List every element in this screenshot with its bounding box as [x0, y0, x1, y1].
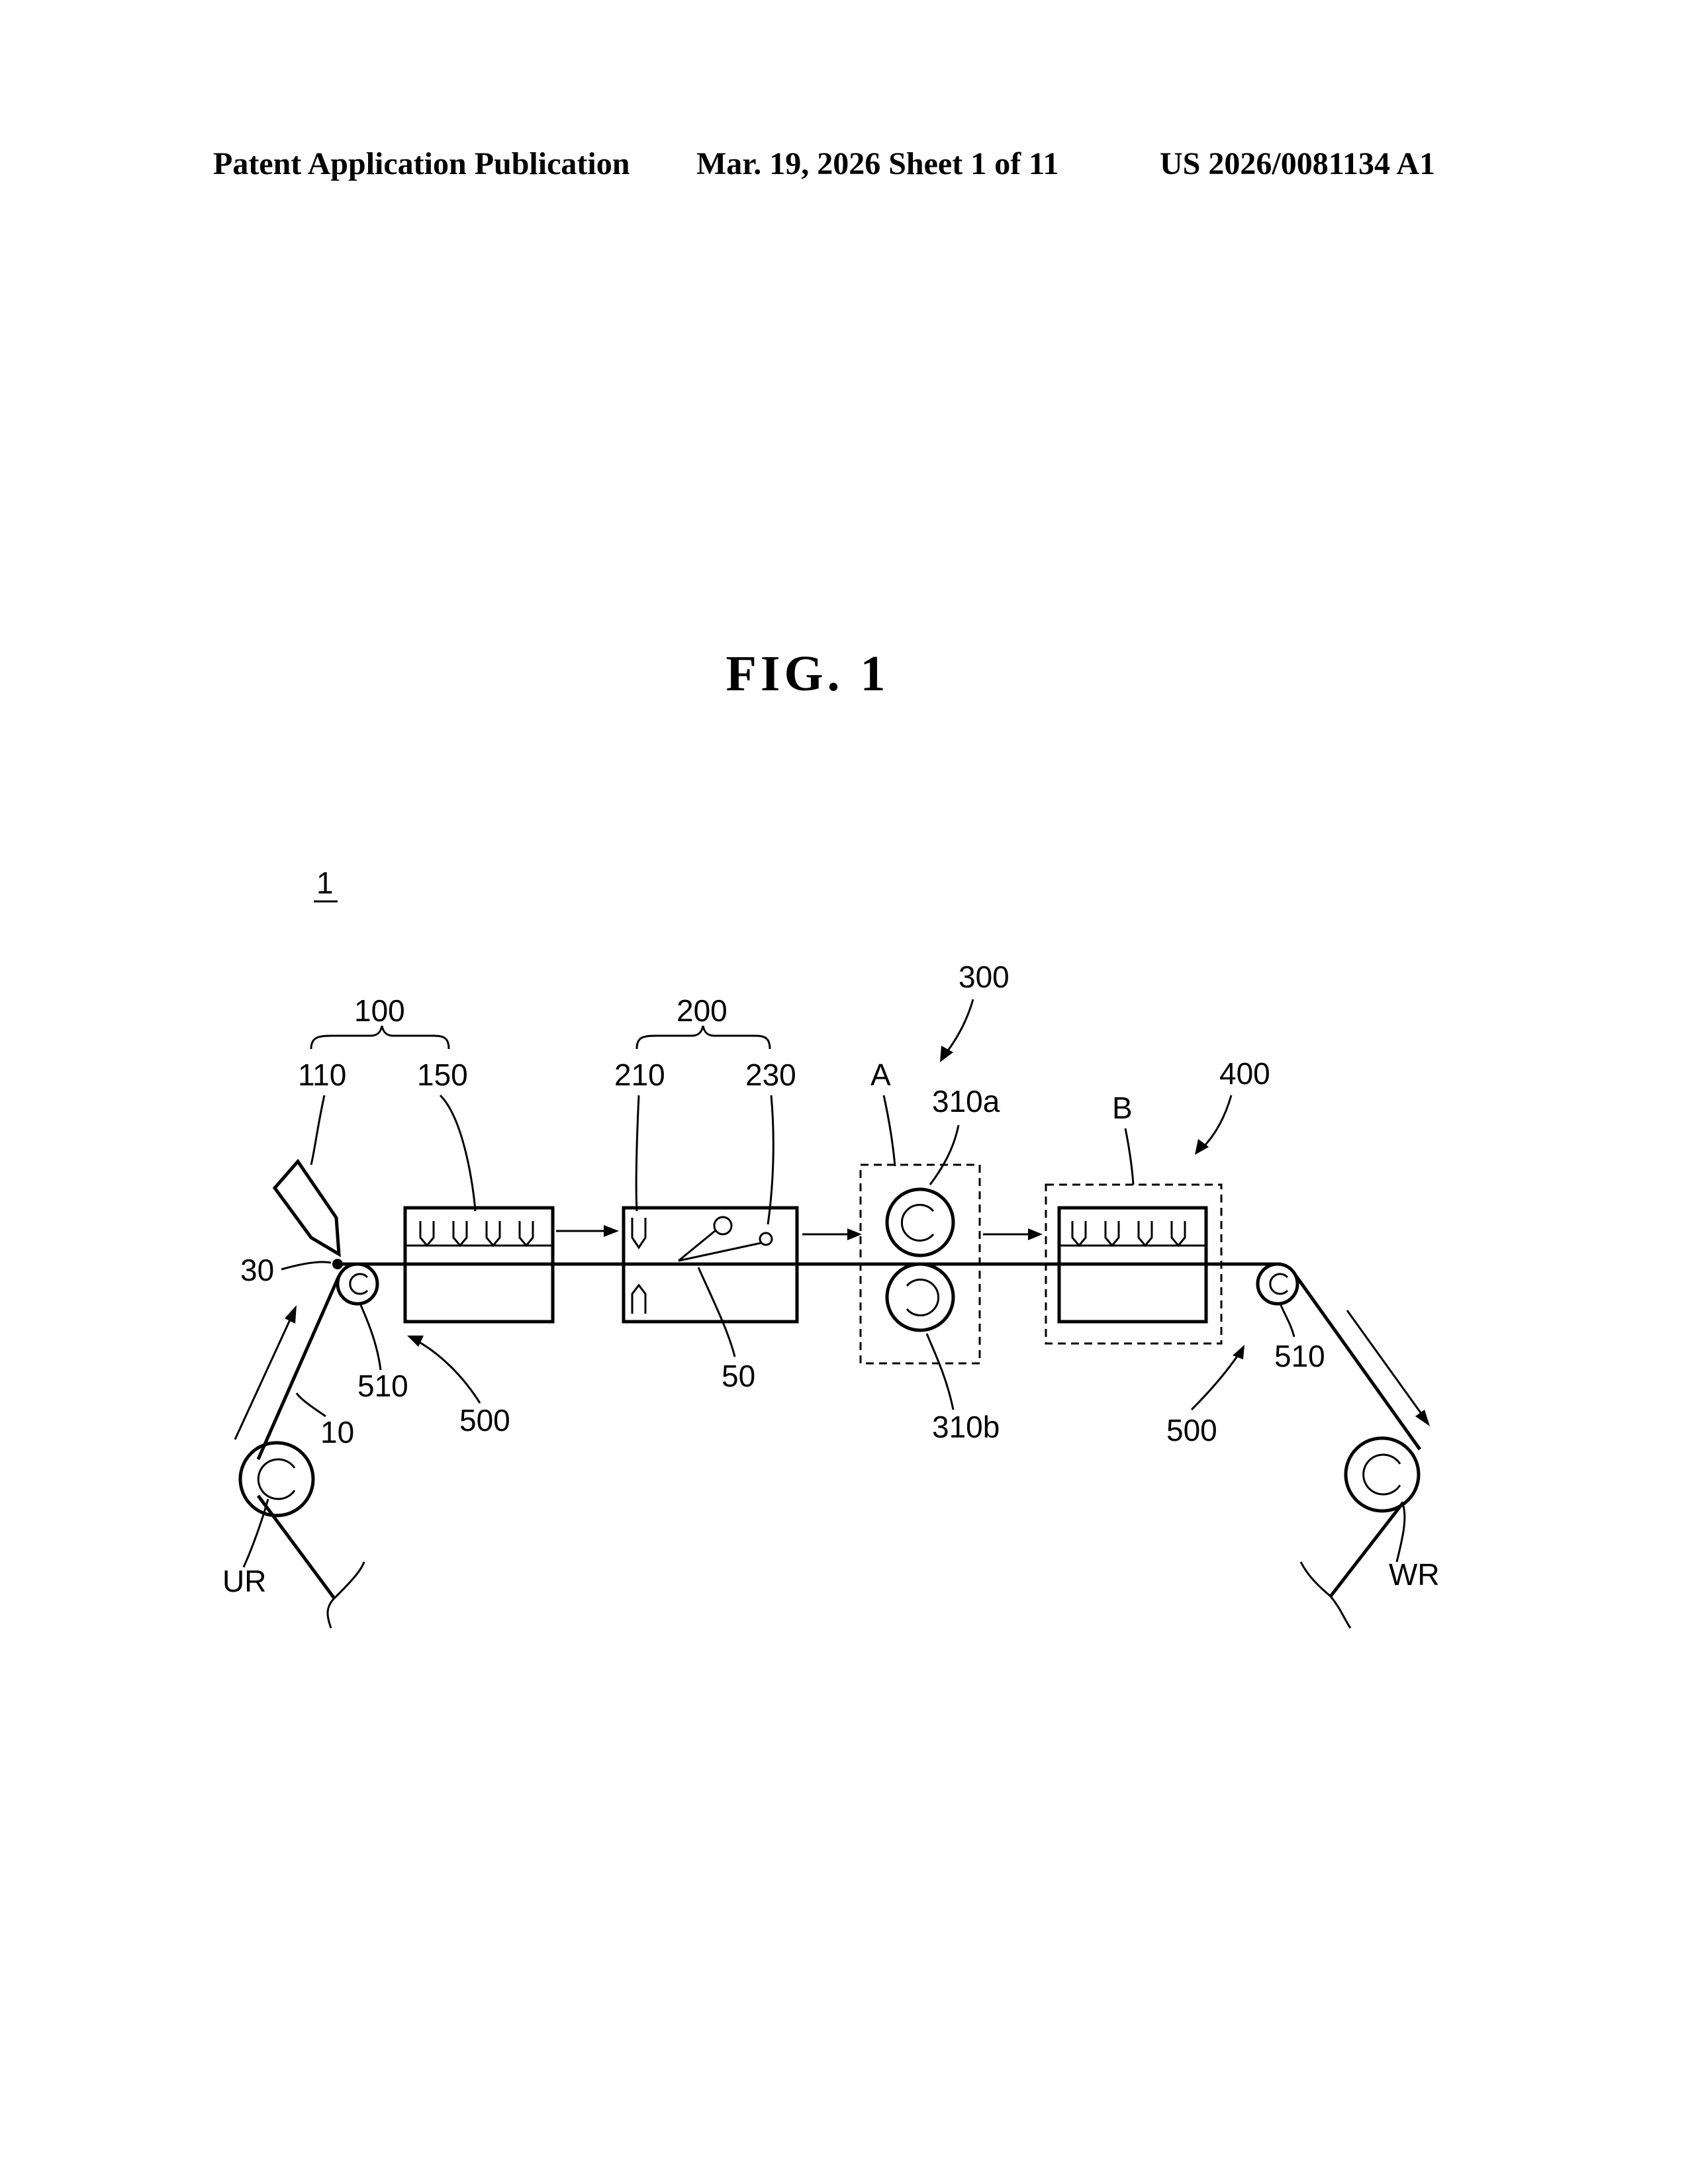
- label-unit-300: 300: [959, 960, 1009, 994]
- label-point-30: 30: [240, 1253, 274, 1287]
- leader-50: [698, 1267, 735, 1357]
- label-conveyor-left: 500: [459, 1403, 510, 1437]
- nozzle-110: [275, 1161, 339, 1254]
- process-arrow-1: [556, 1225, 619, 1237]
- label-wind-roll: WR: [1389, 1557, 1440, 1592]
- roller-310b: [887, 1264, 953, 1330]
- arrow-300: [940, 999, 973, 1062]
- leader-510-left: [361, 1305, 381, 1370]
- leader-210: [636, 1095, 639, 1211]
- label-unit-110: 110: [298, 1058, 346, 1092]
- label-unit-150: 150: [417, 1058, 468, 1092]
- guide-roller-left: [338, 1264, 377, 1304]
- arrow-500-left: [407, 1336, 480, 1403]
- point-30-marker: [332, 1259, 343, 1269]
- roller-310a: [887, 1189, 953, 1255]
- leader-10: [297, 1393, 326, 1416]
- label-guide-right: 510: [1274, 1339, 1325, 1373]
- label-system: 1: [316, 866, 334, 900]
- label-roller-310b: 310b: [932, 1410, 1000, 1444]
- label-roller-310a: 310a: [932, 1084, 1000, 1118]
- leader-310b: [927, 1334, 953, 1410]
- bracket-200: [637, 1026, 770, 1049]
- leader-230: [768, 1095, 773, 1224]
- label-conveyor-right: 500: [1166, 1413, 1217, 1447]
- label-region-a: A: [870, 1058, 891, 1092]
- guide-roller-right: [1258, 1264, 1297, 1304]
- label-guide-left: 510: [357, 1369, 408, 1403]
- leader-110: [311, 1095, 324, 1165]
- label-unwind-roll: UR: [222, 1564, 266, 1598]
- label-unit-210: 210: [614, 1058, 665, 1092]
- process-arrow-3: [983, 1228, 1043, 1240]
- leader-30: [281, 1262, 331, 1269]
- label-part-50: 50: [722, 1359, 755, 1393]
- label-unit-100: 100: [354, 993, 405, 1028]
- leader-a: [884, 1095, 895, 1166]
- wind-roll: [1301, 1438, 1419, 1628]
- process-arrow-2: [802, 1228, 862, 1240]
- leader-wr: [1397, 1506, 1405, 1562]
- label-unit-200: 200: [677, 993, 727, 1028]
- leader-b: [1125, 1128, 1133, 1185]
- unwind-roll: [240, 1443, 364, 1628]
- label-sheet: 10: [320, 1415, 354, 1449]
- leader-510-right: [1281, 1305, 1294, 1337]
- leader-150: [440, 1095, 475, 1211]
- flow-arrow-in: [235, 1305, 297, 1439]
- bracket-100: [311, 1026, 449, 1049]
- label-region-b: B: [1112, 1091, 1133, 1125]
- label-unit-400: 400: [1219, 1056, 1270, 1091]
- label-unit-230: 230: [745, 1058, 796, 1092]
- flow-arrow-out: [1347, 1310, 1430, 1426]
- arrow-500-right: [1192, 1345, 1244, 1410]
- leader-310a: [930, 1125, 959, 1185]
- arrow-400: [1195, 1095, 1231, 1155]
